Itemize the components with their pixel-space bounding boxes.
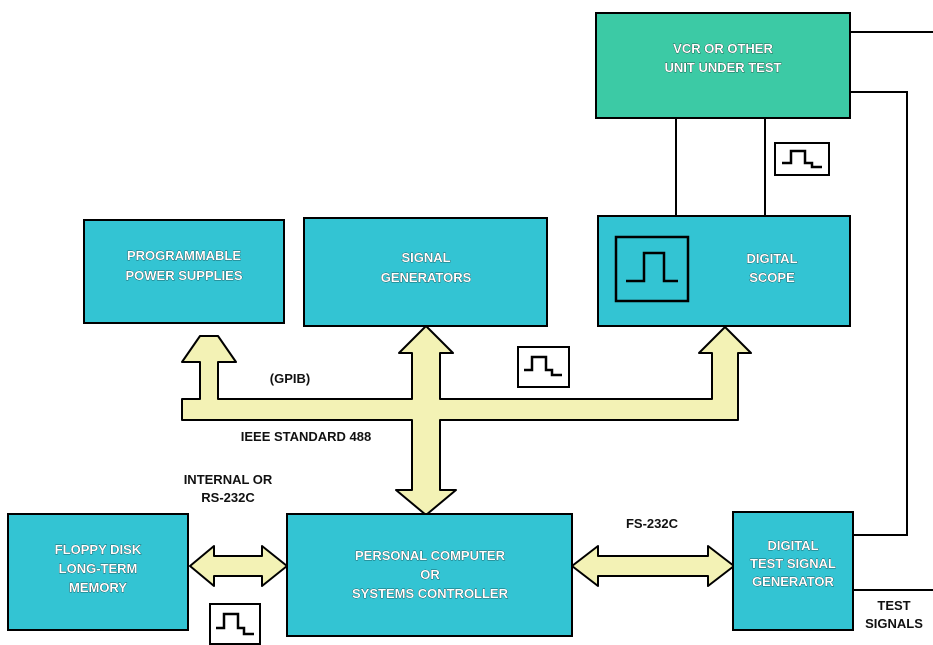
signal-generators-label-line2: GENERATORS [381, 270, 472, 285]
computer-label-line3: SYSTEMS CONTROLLER [352, 586, 509, 601]
test-signal-generator-box [732, 511, 854, 631]
vcr-unit-under-test-box [595, 12, 851, 119]
internal-or-label: INTERNAL OR [184, 472, 273, 487]
ieee-standard-label: IEEE STANDARD 488 [241, 429, 372, 444]
signal-wires [675, 31, 933, 591]
gpib-bus [181, 325, 752, 516]
test-generator-label-line1: DIGITAL [767, 538, 818, 553]
digital-scope-label-line1: DIGITAL [746, 251, 797, 266]
test-generator-label-line2: TEST SIGNAL [750, 556, 836, 571]
test-signals-label-line2: SIGNALS [865, 616, 923, 631]
computer-testgen-arrow [571, 545, 735, 587]
vcr-label-line1: VCR OR OTHER [673, 41, 773, 56]
computer-label-line1: PERSONAL COMPUTER [355, 548, 506, 563]
test-generator-label-line3: GENERATOR [752, 574, 834, 589]
floppy-computer-arrow [189, 545, 288, 587]
square-wave-icon [209, 603, 261, 645]
square-wave-icon [774, 142, 830, 176]
scope-waveform-icon [614, 235, 690, 303]
power-supplies-label-line1: PROGRAMMABLE [127, 248, 241, 263]
signal-generators-label-line1: SIGNAL [401, 250, 450, 265]
power-supplies-label-line2: POWER SUPPLIES [125, 268, 242, 283]
test-signals-label-line1: TEST [877, 598, 910, 613]
digital-scope-box [597, 215, 851, 327]
internal-rs232c-label: RS-232C [201, 490, 255, 505]
square-wave-icon [517, 346, 570, 388]
computer-label-line2: OR [420, 567, 440, 582]
personal-computer-box [286, 513, 573, 637]
gpib-label: (GPIB) [270, 371, 310, 386]
programmable-power-supplies-box [83, 219, 285, 324]
floppy-label-line1: FLOPPY DISK [55, 542, 142, 557]
wire-vcr-to-test-generator [850, 91, 908, 536]
digital-scope-label-line2: SCOPE [749, 270, 795, 285]
floppy-disk-box [7, 513, 189, 631]
rs232c-label: FS-232C [626, 516, 679, 531]
signal-generators-box [303, 217, 548, 327]
vcr-label-line2: UNIT UNDER TEST [665, 60, 782, 75]
floppy-label-line2: LONG-TERM [59, 561, 138, 576]
gpib-bus-arrow [181, 325, 752, 516]
floppy-label-line3: MEMORY [69, 580, 127, 595]
